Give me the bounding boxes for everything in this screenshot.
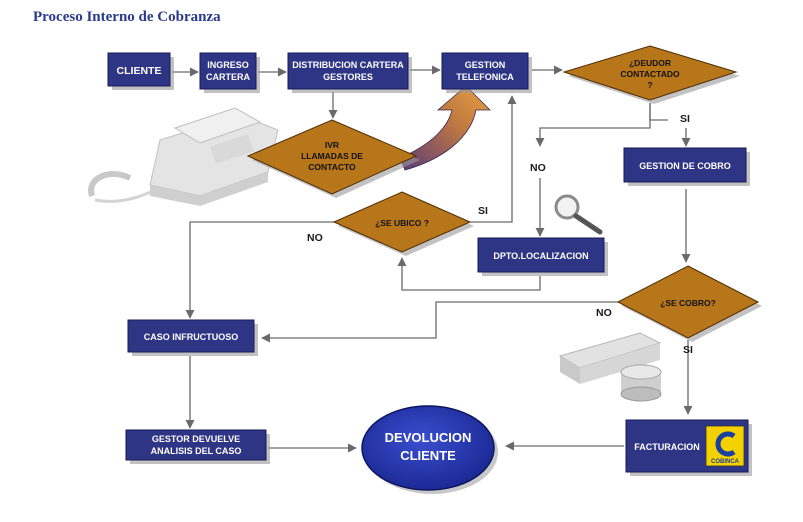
node-ingreso-label-1: INGRESO — [207, 60, 249, 70]
node-gestion-telefonica-label-1: GESTION — [465, 60, 506, 70]
label-no-contactado: NO — [530, 162, 546, 174]
node-caso-label: CASO INFRUCTUOSO — [144, 332, 239, 342]
node-cliente-label: CLIENTE — [117, 65, 162, 77]
cobinca-logo-text: COBINCA — [711, 459, 740, 465]
node-gestion-telefonica-label-2: TELEFONICA — [456, 72, 514, 82]
node-ivr-label-1: IVR — [325, 140, 339, 150]
cobinca-logo: COBINCA — [705, 425, 745, 467]
node-ivr-label-3: CONTACTO — [308, 162, 356, 172]
node-devolucion-label-2: CLIENTE — [400, 448, 456, 463]
node-gestor-label-2: ANALISIS DEL CASO — [151, 446, 242, 456]
node-devolucion-cliente: DEVOLUCION CLIENTE — [361, 405, 498, 494]
node-gestion-telefonica: GESTION TELEFONICA — [441, 52, 532, 93]
node-dpto-localizacion: DPTO.LOCALIZACION — [477, 237, 608, 276]
node-se-cobro-label: ¿SE COBRO? — [660, 298, 716, 308]
node-ivr-label-2: LLAMADAS DE — [301, 151, 363, 161]
telephone-icon — [88, 107, 279, 206]
node-gestor-label-1: GESTOR DEVUELVE — [152, 434, 240, 444]
node-cliente: CLIENTE — [107, 52, 174, 90]
node-ivr: IVR LLAMADAS DE CONTACTO — [246, 119, 420, 198]
node-ingreso-label-2: CARTERA — [206, 72, 250, 82]
node-gestion-cobro-label: GESTION DE COBRO — [639, 161, 731, 171]
label-no-ubico: NO — [307, 232, 323, 244]
node-deudor-label-2: CONTACTADO — [620, 69, 680, 79]
node-distribucion-label-2: GESTORES — [323, 72, 373, 82]
node-deudor-label-3: ? — [647, 80, 652, 90]
node-dpto-label: DPTO.LOCALIZACION — [493, 251, 588, 261]
node-distribucion: DISTRIBUCION CARTERA GESTORES — [287, 52, 412, 93]
node-facturacion-label: FACTURACION — [634, 442, 700, 452]
label-si-ubico: SI — [478, 205, 488, 217]
label-no-cobro: NO — [596, 307, 612, 319]
node-ingreso-cartera: INGRESO CARTERA — [199, 52, 260, 93]
magnifier-icon — [554, 194, 603, 235]
node-deudor-contactado: ¿DEUDOR CONTACTADO ? — [562, 45, 740, 104]
node-gestion-cobro: GESTION DE COBRO — [623, 147, 750, 186]
node-deudor-label-1: ¿DEUDOR — [629, 58, 671, 68]
node-gestor-devuelve: GESTOR DEVUELVE ANALISIS DEL CASO — [125, 429, 270, 464]
node-facturacion: FACTURACION COBINCA — [625, 419, 752, 476]
node-devolucion-label-1: DEVOLUCION — [385, 430, 472, 445]
node-se-ubico-label: ¿SE UBICO ? — [375, 218, 429, 228]
money-icon — [558, 332, 662, 402]
node-se-cobro: ¿SE COBRO? — [616, 265, 762, 342]
node-distribucion-label-1: DISTRIBUCION CARTERA — [292, 60, 404, 70]
label-si-cobro: SI — [683, 344, 693, 356]
node-caso-infructuoso: CASO INFRUCTUOSO — [127, 319, 258, 356]
page-title: Proceso Interno de Cobranza — [33, 9, 221, 25]
curved-arrow — [399, 85, 491, 171]
label-si-contactado: SI — [680, 113, 690, 125]
connectors — [172, 65, 693, 453]
node-se-ubico: ¿SE UBICO ? — [332, 191, 474, 256]
